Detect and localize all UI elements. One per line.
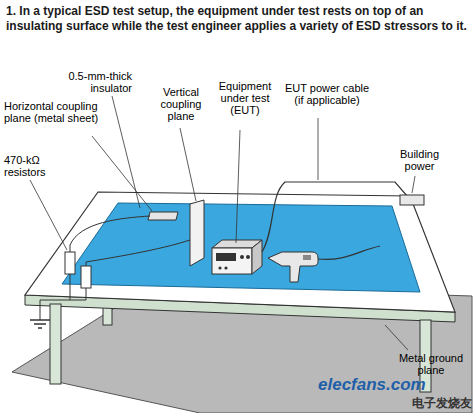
part-label: Metal ground plane [398, 352, 464, 376]
part-label: Building power [392, 148, 447, 172]
eut-side [252, 240, 262, 274]
gun-cable [318, 246, 380, 259]
part-label: 470-kΩ resistors [4, 154, 64, 178]
watermark: elecfans.com [318, 376, 438, 394]
eut-display [216, 253, 236, 261]
vertical-coupling-plane [190, 200, 204, 266]
leader-lines [30, 96, 415, 350]
watermark: 电子发烧友 [400, 397, 472, 410]
resistor-symbol [81, 266, 91, 288]
part-label: Vertical coupling plane [150, 86, 212, 122]
part-label: 0.5-mm-thick insulator [52, 70, 132, 94]
wire [40, 274, 86, 320]
insulator-sheet [62, 203, 420, 292]
part-label: Horizontal coupling plane (metal sheet) [4, 100, 99, 124]
ground-symbol [30, 320, 50, 328]
part-label: Equipment under test (EUT) [214, 80, 276, 116]
wire [70, 216, 150, 252]
building-power-outlet [400, 195, 424, 205]
horizontal-coupling-plane [148, 212, 178, 220]
table-leg [50, 304, 61, 384]
eut-box [212, 248, 252, 274]
part-label: EUT power cable (if applicable) [284, 82, 370, 106]
table-top [25, 192, 455, 312]
power-cable [262, 182, 408, 252]
wire [86, 240, 190, 266]
resistor-symbol [65, 252, 75, 274]
esd-gun [268, 252, 318, 282]
figure-caption: 1. In a typical ESD test setup, the equi… [6, 4, 468, 34]
